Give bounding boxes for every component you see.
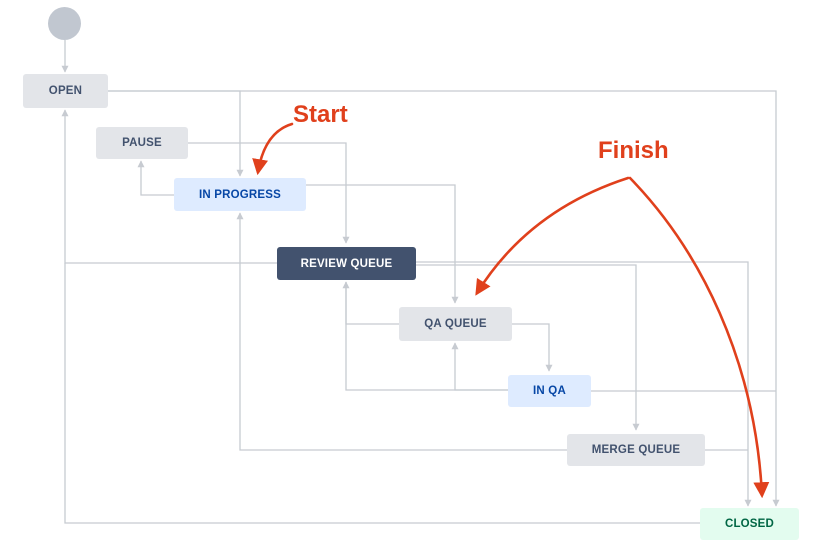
transition-qa-queue-to-in-qa: [512, 323, 553, 372]
transition-in-progress-to-qa-queue: [306, 184, 459, 304]
status-in-qa-label: IN QA: [533, 385, 566, 397]
status-qa-queue[interactable]: QA QUEUE: [399, 307, 512, 341]
status-in-progress[interactable]: IN PROGRESS: [174, 178, 306, 211]
finish-arrow-to-qa-queue: [475, 176, 630, 296]
transition-in-progress-to-pause: [137, 160, 174, 196]
transition-in-qa-to-qa-queue: [451, 342, 508, 391]
transition-review-queue-to-merge-queue: [416, 264, 640, 431]
status-open[interactable]: OPEN: [23, 74, 108, 108]
status-closed[interactable]: CLOSED: [700, 508, 799, 540]
status-in-progress-label: IN PROGRESS: [198, 188, 282, 201]
status-pause[interactable]: PAUSE: [96, 127, 188, 159]
finish-arrow-to-closed: [628, 176, 770, 499]
transition-qa-queue-to-review-queue: [342, 281, 399, 325]
start-arrow: [252, 122, 294, 176]
transition-review-queue-to-closed: [416, 261, 752, 507]
status-pause-label: PAUSE: [122, 137, 162, 149]
status-merge-queue-label: MERGE QUEUE: [591, 444, 681, 456]
status-review-queue-label: REVIEW QUEUE: [300, 257, 393, 270]
transition-merge-queue-to-in-progress: [236, 212, 567, 451]
transition-in-qa-to-review-queue: [345, 282, 508, 391]
finish-annotation: Finish: [598, 137, 669, 164]
transition-open-to-closed: [108, 90, 780, 507]
status-open-label: OPEN: [48, 85, 83, 97]
transition-pause-to-review-queue: [188, 142, 350, 244]
status-closed-label: CLOSED: [724, 518, 775, 530]
status-in-qa[interactable]: IN QA: [508, 375, 591, 407]
initial-state-circle: [48, 7, 81, 40]
status-qa-queue-label: QA QUEUE: [424, 318, 487, 330]
start-annotation: Start: [293, 101, 348, 128]
transition-closed-to-open: [64, 263, 700, 524]
status-merge-queue[interactable]: MERGE QUEUE: [567, 434, 705, 466]
status-review-queue[interactable]: REVIEW QUEUE: [277, 247, 416, 280]
